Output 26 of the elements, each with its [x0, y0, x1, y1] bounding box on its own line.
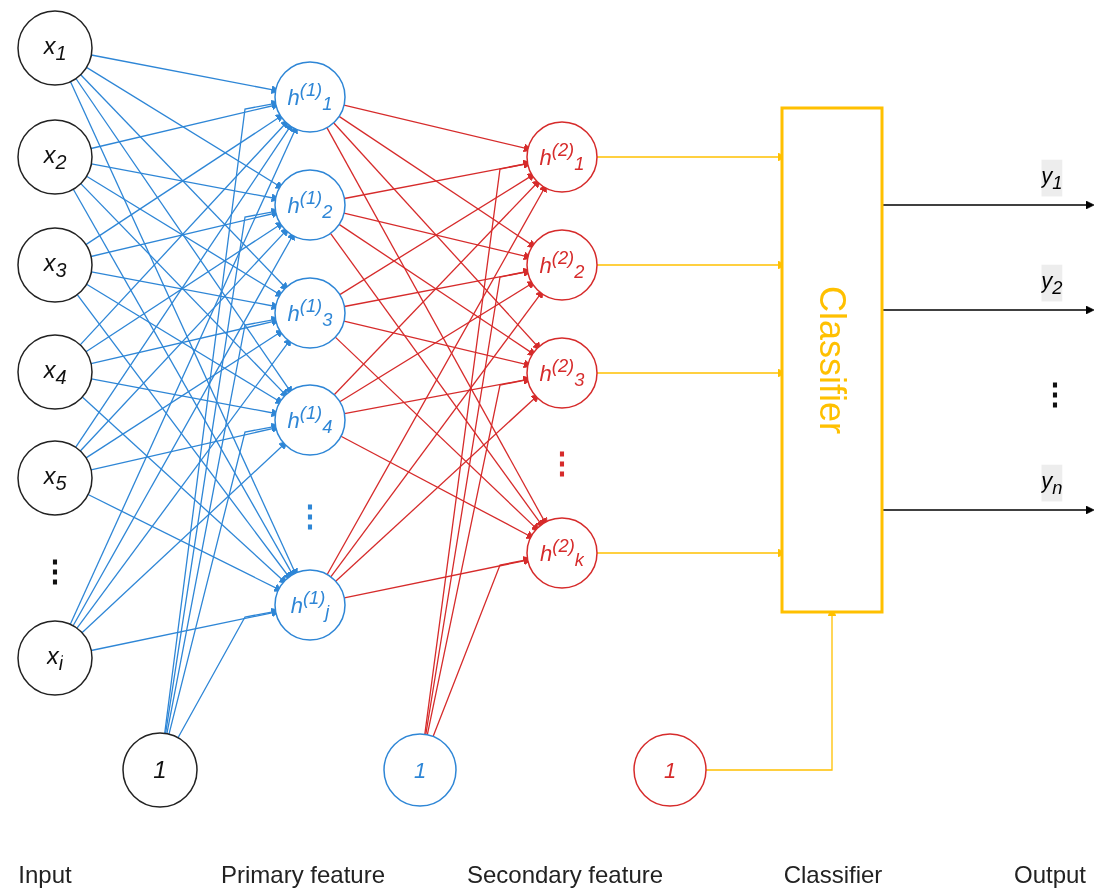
- arrow: [332, 122, 542, 351]
- arrow: [81, 396, 288, 585]
- node-box: Classifier: [780, 106, 884, 614]
- ellipsis-mark: ⋮: [295, 497, 325, 533]
- ellipsis-mark: ⋮: [40, 552, 70, 588]
- column-label: Output: [1014, 861, 1086, 889]
- node-circle: 1: [122, 732, 198, 808]
- arrow: [326, 126, 548, 527]
- arrow: [338, 223, 537, 357]
- arrow: [334, 336, 540, 533]
- arrow: [72, 188, 296, 579]
- arrow: [79, 227, 290, 452]
- arrow: [69, 124, 298, 625]
- arrow: [81, 440, 288, 634]
- node-circle: 1: [383, 733, 457, 807]
- column-label: Primary feature: [220, 861, 386, 889]
- arrow: [333, 179, 541, 396]
- arrow: [79, 119, 290, 346]
- column-label: Classifier: [783, 861, 883, 889]
- arrow: [75, 77, 293, 395]
- arrow: [335, 393, 540, 582]
- ellipsis-mark: ⋮: [1040, 375, 1070, 411]
- ellipsis-mark: ⋮: [547, 444, 577, 480]
- column-label: Secondary feature: [466, 861, 664, 889]
- node-circle: 1: [633, 733, 707, 807]
- column-label: Input: [18, 861, 72, 889]
